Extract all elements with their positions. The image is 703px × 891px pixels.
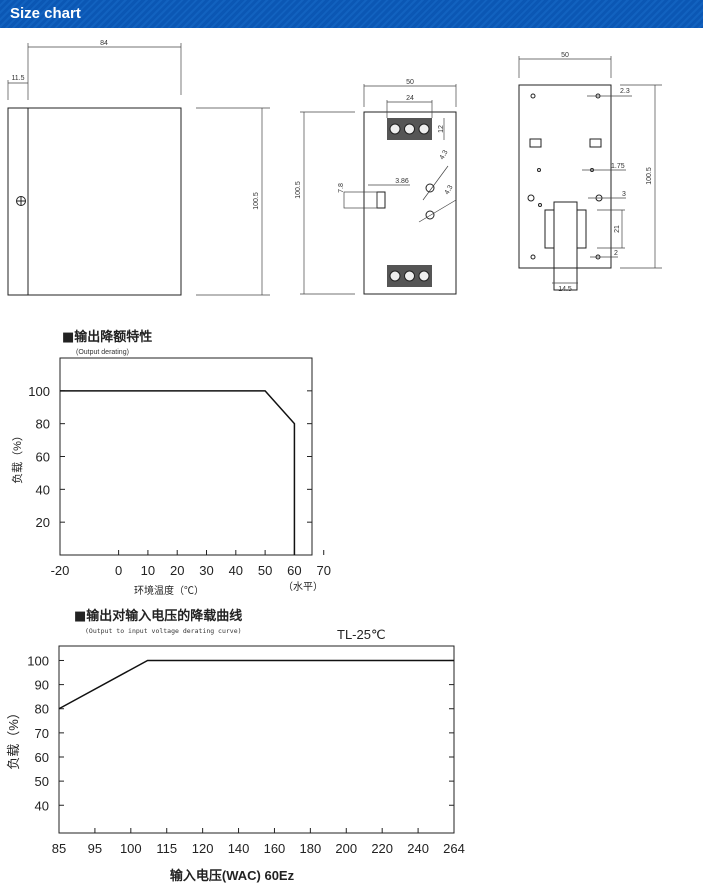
back-view-drawing: 50 2.3 1.75 3 21 2 14.5 100.5 bbox=[518, 52, 662, 293]
x-tick-label: 264 bbox=[443, 841, 465, 856]
dim-hole-1: 4.3 bbox=[439, 149, 450, 161]
y-tick-label: 100 bbox=[28, 384, 50, 399]
series-line-derating bbox=[60, 390, 296, 555]
x-tick-label: 10 bbox=[141, 563, 155, 578]
y-tick-label: 100 bbox=[27, 653, 49, 668]
terminal-block-bottom bbox=[387, 265, 432, 287]
side-view-drawing: 50 24 12 7.8 3.86 4.3 4.3 100.5 bbox=[295, 79, 457, 295]
y-tick-label: 60 bbox=[35, 750, 49, 765]
chart1-ylabel: 负载（%） bbox=[10, 430, 24, 484]
dim-hole-large: 3 bbox=[622, 191, 626, 198]
x-tick-label: 30 bbox=[199, 563, 213, 578]
x-tick-label: 0 bbox=[115, 563, 122, 578]
y-tick-label: 20 bbox=[36, 515, 50, 530]
dim-slot-width: 3.86 bbox=[395, 178, 409, 185]
section-title: Size chart bbox=[10, 5, 81, 22]
x-tick-label: 180 bbox=[300, 841, 322, 856]
din-rail-clip bbox=[544, 201, 587, 291]
x-tick-label: 140 bbox=[228, 841, 250, 856]
x-tick-label: 115 bbox=[156, 841, 177, 856]
x-tick-label: 220 bbox=[371, 841, 393, 856]
dim-terminal-width: 24 bbox=[406, 95, 414, 102]
chart1-xlabel: 环境温度（℃） bbox=[134, 584, 204, 597]
y-tick-label: 70 bbox=[35, 726, 49, 741]
chart2-ylabel: 负载（%） bbox=[6, 706, 21, 770]
x-tick-label: 60 bbox=[287, 563, 301, 578]
dim-front-offset: 11.5 bbox=[11, 75, 24, 82]
front-view-drawing: 84 11.5 100.5 bbox=[7, 40, 270, 296]
input-voltage-derating-chart: ■输出对输入电压的降载曲线 (Output to input voltage d… bbox=[6, 608, 465, 883]
dim-front-width: 84 bbox=[100, 40, 108, 47]
x-tick-label: 160 bbox=[264, 841, 286, 856]
dim-terminal-height: 12 bbox=[438, 125, 445, 133]
x-tick-label: -20 bbox=[51, 563, 70, 578]
y-tick-label: 40 bbox=[36, 482, 50, 497]
terminal-block-top bbox=[387, 118, 432, 140]
dim-slot-height: 7.8 bbox=[338, 183, 345, 193]
y-tick-label: 80 bbox=[35, 702, 49, 717]
x-tick-label: 70 bbox=[316, 563, 330, 578]
x-tick-label: 40 bbox=[229, 563, 243, 578]
chart2-plot-area bbox=[58, 645, 455, 834]
y-tick-label: 50 bbox=[35, 774, 49, 789]
dim-hole-mid: 1.75 bbox=[611, 163, 625, 170]
chart1-plot-area bbox=[59, 357, 313, 556]
chart2-xlabel: 输入电压(WAC) 60Ez bbox=[170, 868, 295, 883]
dim-clip-height: 21 bbox=[614, 225, 621, 233]
x-tick-label: 20 bbox=[170, 563, 184, 578]
dim-front-height: 100.5 bbox=[253, 192, 260, 210]
dim-back-height: 100.5 bbox=[646, 167, 653, 185]
x-tick-label: 120 bbox=[192, 841, 214, 856]
x-tick-label: 85 bbox=[52, 841, 66, 856]
dim-side-height: 100.5 bbox=[295, 181, 302, 199]
chart1-subtitle: (Output derating) bbox=[76, 349, 129, 356]
screw-icon bbox=[16, 196, 26, 206]
series-line-derating bbox=[58, 659, 454, 710]
y-tick-label: 80 bbox=[36, 417, 50, 432]
x-tick-label: 95 bbox=[88, 841, 102, 856]
dim-back-width: 50 bbox=[561, 52, 569, 59]
dim-clip-width: 14.5 bbox=[558, 286, 572, 293]
chart1-title: ■输出降额特性 bbox=[62, 329, 152, 345]
output-derating-chart: ■输出降额特性 (Output derating) 环境温度（℃） （水平） 负… bbox=[10, 329, 331, 597]
x-tick-label: 100 bbox=[120, 841, 142, 856]
y-tick-label: 90 bbox=[35, 678, 49, 693]
chart2-subtitle: (Output to input voltage derating curve) bbox=[85, 627, 242, 635]
chart1-xlabel-note: （水平） bbox=[283, 581, 323, 593]
chart2-annotation: TL-25℃ bbox=[337, 627, 386, 642]
y-tick-label: 40 bbox=[35, 798, 49, 813]
dim-hole-top: 2.3 bbox=[620, 88, 630, 95]
x-tick-label: 240 bbox=[407, 841, 429, 856]
section-header: Size chart bbox=[0, 0, 703, 28]
y-tick-label: 60 bbox=[36, 450, 50, 465]
dim-side-width: 50 bbox=[406, 79, 414, 86]
x-tick-label: 200 bbox=[335, 841, 357, 856]
chart2-title: ■输出对输入电压的降载曲线 bbox=[74, 608, 242, 624]
dim-hole-2: 4.3 bbox=[444, 184, 455, 196]
dim-hole-bottom: 2 bbox=[614, 250, 618, 257]
x-tick-label: 50 bbox=[258, 563, 272, 578]
